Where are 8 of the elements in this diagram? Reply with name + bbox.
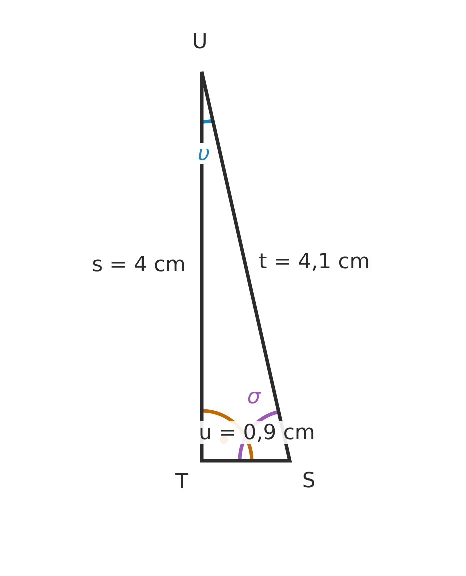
vertex-label: S (302, 467, 316, 494)
angle-label: σ (247, 383, 261, 410)
angle-label: υ (198, 144, 210, 164)
vertex-label: U (192, 28, 208, 56)
vertex-label: T (176, 468, 188, 496)
side-label: u = 0,9 cm (199, 422, 316, 444)
side-label: s = 4 cm (92, 251, 186, 278)
side-label: t = 4,1 cm (259, 248, 370, 276)
